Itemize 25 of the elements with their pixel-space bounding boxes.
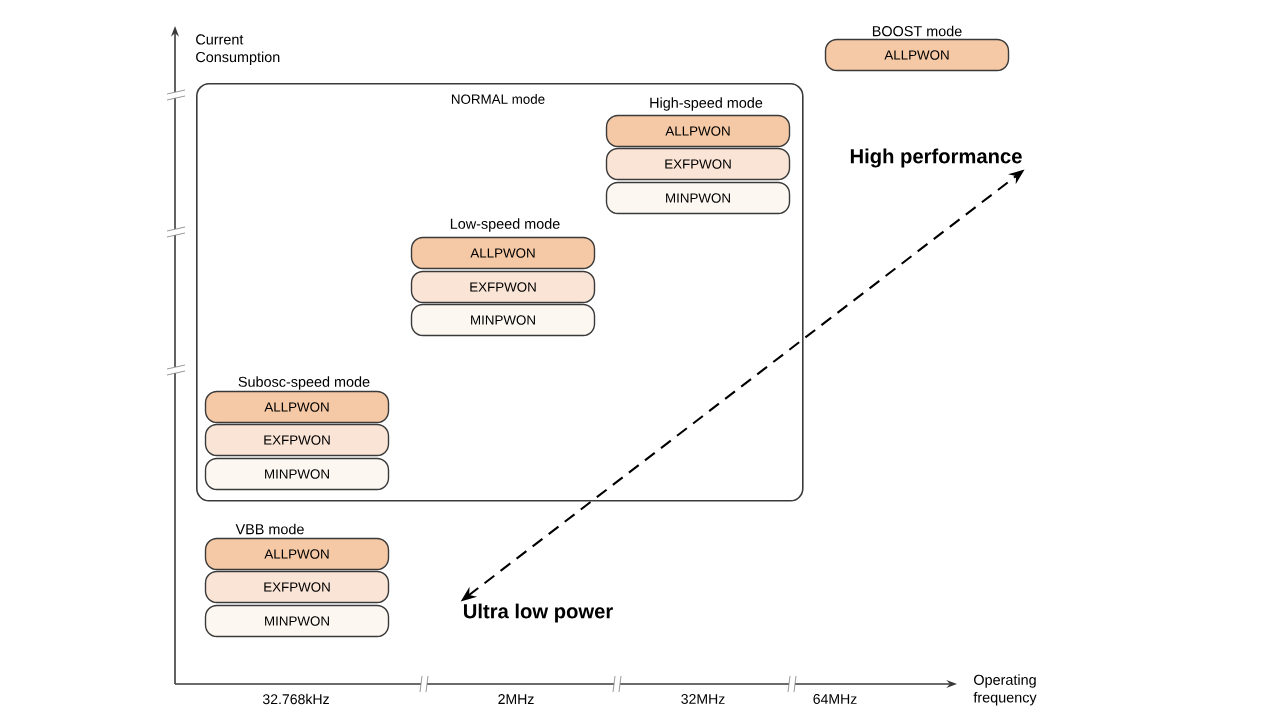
- power-mode-pill: MINPWON: [605, 181, 791, 215]
- mode-heading: Low-speed mode: [450, 218, 560, 232]
- power-mode-pill: MINPWON: [204, 604, 390, 638]
- bold-label: Ultra low power: [464, 603, 613, 623]
- mode-heading: Subosc-speed mode: [238, 376, 370, 390]
- power-mode-pill: ALLPWON: [824, 38, 1010, 72]
- power-mode-pill: EXFPWON: [605, 147, 791, 181]
- axis-title: Current Consumption: [196, 34, 280, 65]
- tick-label: 32MHz: [681, 694, 725, 704]
- power-mode-pill: ALLPWON: [204, 537, 390, 571]
- power-mode-pill: EXFPWON: [204, 570, 390, 604]
- power-mode-pill: ALLPWON: [410, 236, 596, 270]
- power-mode-pill: EXFPWON: [410, 270, 596, 304]
- power-mode-pill: ALLPWON: [204, 390, 390, 424]
- bold-label: High performance: [850, 148, 1022, 168]
- power-mode-pill: MINPWON: [410, 303, 596, 337]
- mode-heading: VBB mode: [235, 523, 304, 535]
- axis-title: Operating frequency: [973, 674, 1037, 706]
- mode-heading: High-speed mode: [650, 97, 763, 111]
- tick-label: 64MHz: [813, 694, 857, 704]
- tick-label: 32.768kHz: [262, 693, 329, 705]
- power-mode-pill: EXFPWON: [204, 423, 390, 457]
- tick-label: 2MHz: [498, 694, 534, 704]
- power-mode-pill: ALLPWON: [605, 114, 791, 148]
- power-mode-pill: MINPWON: [204, 457, 390, 491]
